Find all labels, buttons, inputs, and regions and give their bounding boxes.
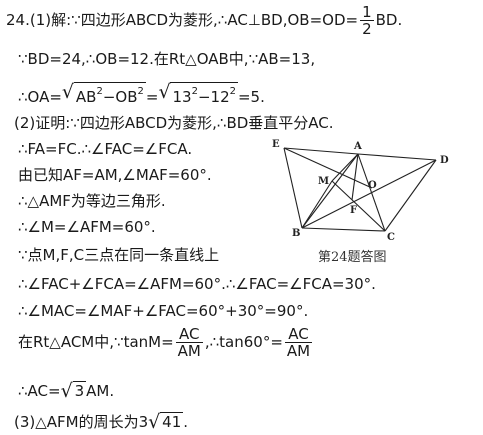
segment-AM (331, 153, 359, 182)
segment-EB (283, 147, 303, 229)
label-M: M (318, 176, 329, 187)
label-C: C (387, 232, 395, 243)
label-F: F (350, 205, 357, 216)
sqrt-3: √3 (60, 380, 87, 402)
line-4: (2)证明:∵四边形ABCD为菱形,∴BD垂直平分AC. (14, 114, 334, 132)
line-9: ∵点M,F,C三点在同一条直线上 (18, 246, 220, 264)
line-11: ∴∠MAC=∠MAF+∠FAC=60°+30°=90°. (18, 302, 309, 320)
segment-BC (301, 227, 386, 232)
segment-AF (351, 153, 359, 201)
label-B: B (292, 228, 300, 239)
sqrt-ab-ob: √AB2−OB2 (61, 81, 146, 106)
line-1-text: 24.(1)解:∵四边形ABCD为菱形,∴AC⊥BD,OB=OD= (6, 11, 359, 29)
line-7: ∴△AMF为等边三角形. (18, 192, 166, 210)
label-O: O (368, 180, 377, 191)
line-6: 由已知AF=AM,∠MAF=60°. (18, 166, 212, 184)
sqrt-41: √41 (148, 411, 184, 433)
segment-MB (301, 180, 333, 229)
segment-AB (301, 153, 359, 229)
line-14: (3)△AFM的周长为3√41. (14, 411, 189, 433)
line-8: ∴∠M=∠AFM=60°. (18, 218, 156, 236)
label-D: D (440, 155, 449, 166)
figure-caption: 第24题答图 (318, 250, 387, 265)
segment-AD (357, 153, 437, 161)
segment-BD (301, 159, 437, 229)
line-2: ∵BD=24,∴OB=12.在Rt△OAB中,∵AB=13, (18, 50, 316, 68)
segment-EO (283, 147, 373, 189)
label-A: A (353, 141, 362, 152)
segment-EA (283, 147, 359, 155)
geometry-figure: E A D M O F B C (272, 139, 449, 243)
segment-DC (384, 159, 437, 232)
line-1-end: BD. (375, 11, 403, 29)
segment-MC (331, 180, 386, 232)
label-E: E (272, 139, 280, 150)
sqrt-13-12: √132−122 (158, 81, 238, 106)
line-5: ∴FA=FC.∴∠FAC=∠FCA. (18, 140, 193, 158)
line-3: ∴OA=√AB2−OB2=√132−122=5. (18, 81, 265, 106)
line-10: ∴∠FAC+∠FCA=∠AFM=60°.∴∠FAC=∠FCA=30°. (18, 275, 376, 293)
